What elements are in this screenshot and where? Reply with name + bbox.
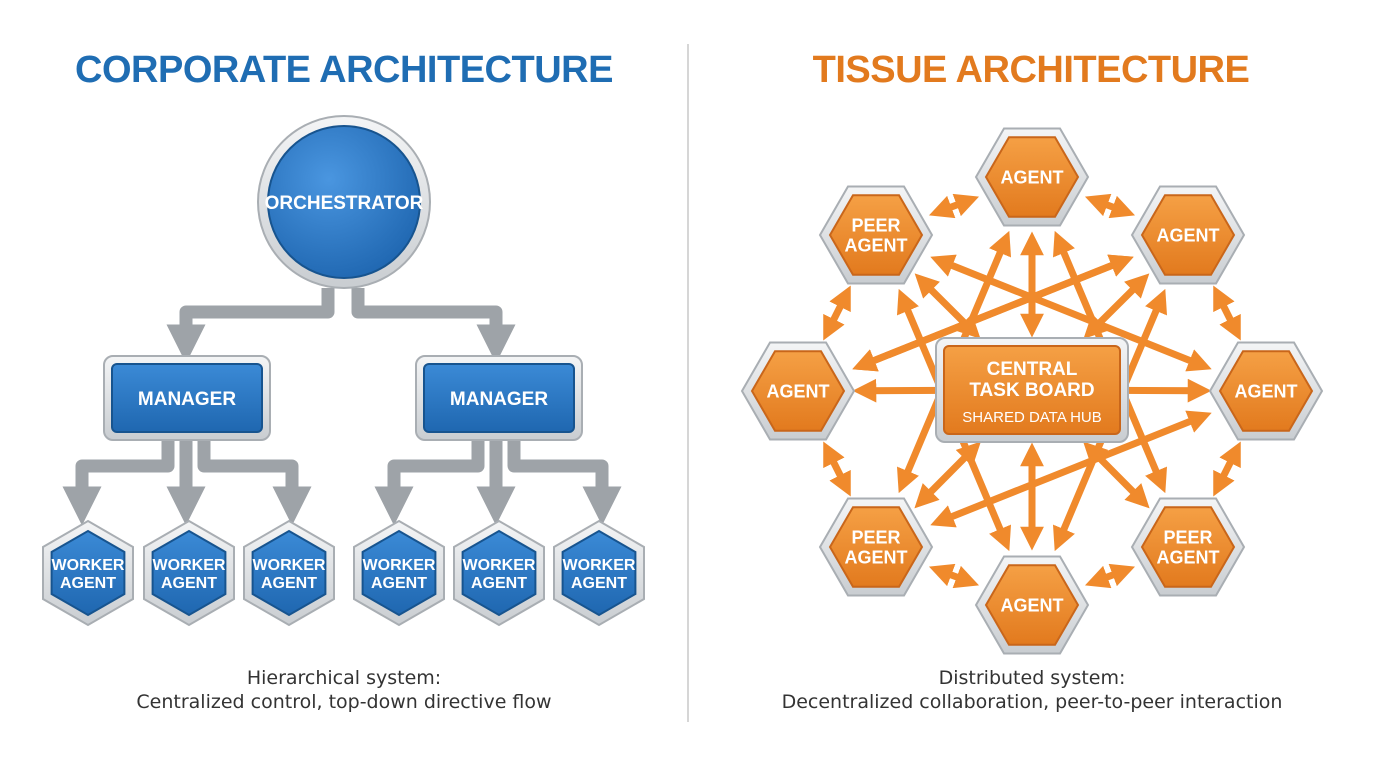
tissue-caption-line1: Distributed system: — [939, 667, 1126, 689]
agent-label: WORKER — [363, 557, 436, 574]
agent-label: AGENT — [1001, 596, 1064, 616]
manager-node-right: MANAGER — [415, 355, 583, 441]
agent-label: WORKER — [153, 557, 226, 574]
agent-label: AGENT — [1235, 382, 1298, 402]
ring-arrow — [1213, 285, 1241, 341]
hub-subtitle: SHARED DATA HUB — [962, 409, 1101, 426]
connector-manager-right-to-worker-4 — [374, 440, 485, 526]
agent-label: PEER — [851, 216, 900, 236]
agent-label: AGENT — [571, 575, 627, 592]
manager-label: MANAGER — [450, 389, 548, 410]
agent-label: WORKER — [52, 557, 125, 574]
connector-manager-left-to-worker-3 — [197, 440, 312, 526]
ring-arrow — [1213, 441, 1241, 497]
agent-label: AGENT — [1157, 548, 1220, 568]
central-task-board: CENTRAL TASK BOARD SHARED DATA HUB — [935, 337, 1129, 443]
agent-label: AGENT — [371, 575, 427, 592]
agent-label: PEER — [1163, 528, 1212, 548]
agent-label: AGENT — [261, 575, 317, 592]
manager-label: MANAGER — [138, 389, 236, 410]
agent-label: AGENT — [60, 575, 116, 592]
tissue-title: TISSUE ARCHITECTURE — [813, 49, 1250, 91]
agent-node: AGENT — [974, 555, 1090, 655]
hub-label-line2: TASK BOARD — [969, 380, 1094, 401]
agent-label: AGENT — [161, 575, 217, 592]
agent-label: PEER — [851, 528, 900, 548]
orchestrator-node: ORCHESTRATOR — [257, 115, 431, 289]
agent-node: AGENT — [974, 127, 1090, 227]
connector-manager-left-to-worker-1 — [62, 440, 175, 526]
orchestrator-label: ORCHESTRATOR — [265, 193, 424, 214]
ring-arrow — [823, 285, 851, 341]
agent-node: AGENT — [740, 341, 856, 441]
corporate-caption-line2: Centralized control, top-down directive … — [136, 691, 551, 713]
ring-arrow — [1084, 193, 1136, 219]
ring-arrow — [1084, 563, 1136, 589]
ring-arrow — [928, 193, 980, 219]
hierarchy-connectors — [62, 288, 622, 526]
ring-arrow — [928, 563, 980, 589]
connector-orchestrator-to-manager-right — [351, 288, 516, 364]
connector-orchestrator-to-manager-left — [166, 288, 335, 364]
worker-agents: WORKERAGENTWORKERAGENTWORKERAGENTWORKERA… — [42, 519, 645, 627]
tissue-agents: AGENTAGENTAGENTPEERAGENTAGENTPEERAGENTAG… — [740, 127, 1324, 655]
hub-label-line1: CENTRAL — [987, 359, 1078, 380]
corporate-title: CORPORATE ARCHITECTURE — [75, 49, 613, 91]
agent-label: WORKER — [563, 557, 636, 574]
agent-label: AGENT — [1001, 168, 1064, 188]
agent-label: AGENT — [471, 575, 527, 592]
tissue-caption-line2: Decentralized collaboration, peer-to-pee… — [782, 691, 1283, 713]
peer-to-peer-arrows — [823, 193, 1241, 589]
corporate-caption-line1: Hierarchical system: — [247, 667, 441, 689]
agent-label: AGENT — [845, 236, 908, 256]
ring-arrow — [823, 441, 851, 497]
agent-label: WORKER — [463, 557, 536, 574]
agent-node: AGENT — [1208, 341, 1324, 441]
agent-label: AGENT — [767, 382, 830, 402]
agent-node: AGENT — [1130, 185, 1246, 285]
mesh-arrow — [930, 410, 1212, 528]
agent-label: AGENT — [845, 548, 908, 568]
manager-node-left: MANAGER — [103, 355, 271, 441]
agent-label: AGENT — [1157, 226, 1220, 246]
mesh-arrow — [852, 254, 1134, 372]
connector-manager-right-to-worker-6 — [507, 440, 622, 526]
agent-label: WORKER — [253, 557, 326, 574]
